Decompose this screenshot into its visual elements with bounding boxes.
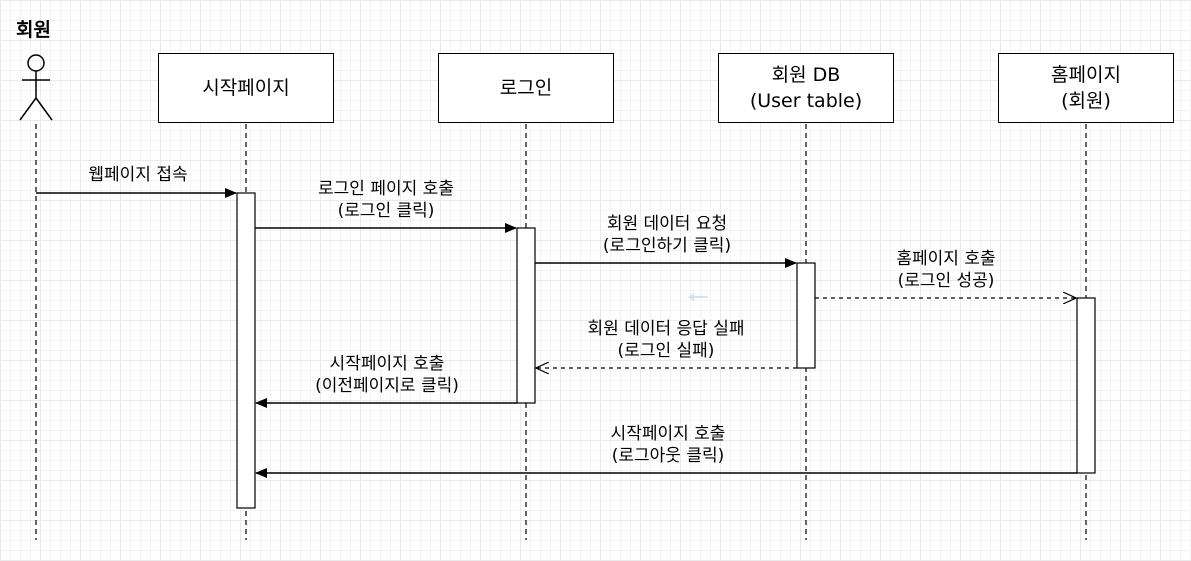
message-label-m6: 시작페이지 호출 (이전페이지로 클릭) [315,353,459,397]
participant-home-label: 홈페이지 [1051,64,1121,86]
message-label-m1: 웹페이지 접속 [88,164,187,186]
message-m4-subtext: (로그인 성공) [897,271,995,291]
participant-db-label: 회원 DB [771,64,841,86]
message-m5-text: 회원 데이터 응답 실패 [587,319,745,339]
activation-db [796,262,816,369]
message-label-m2: 로그인 페이지 호출 (로그인 클릭) [318,178,454,222]
activation-home [1076,297,1096,474]
participant-home-sublabel: (회원) [1061,90,1111,112]
participant-login-label: 로그인 [499,77,553,99]
actor-stick-figure [19,54,53,121]
message-label-m7: 시작페이지 호출 (로그아웃 클릭) [611,423,726,467]
message-m2-subtext: (로그인 클릭) [337,201,435,221]
activation-start [236,192,256,509]
participant-home[interactable]: 홈페이지 (회원) [998,53,1174,123]
participant-start-label: 시작페이지 [202,77,290,99]
message-m6-subtext: (이전페이지로 클릭) [315,376,459,396]
participant-db-sublabel: (User table) [749,90,863,112]
faint-arrow-artifact-icon [688,293,708,301]
message-m4-text: 홈페이지 호출 [896,249,996,269]
message-label-m3: 회원 데이터 요청 (로그인하기 클릭) [603,213,731,257]
message-m6-text: 시작페이지 호출 [329,354,445,374]
participant-login[interactable]: 로그인 [438,53,614,123]
message-m3-text: 회원 데이터 요청 [606,214,728,234]
message-m3-subtext: (로그인하기 클릭) [602,236,732,256]
message-label-m4: 홈페이지 호출 (로그인 성공) [896,248,995,292]
message-m7-text: 시작페이지 호출 [610,424,726,444]
message-m2-text: 로그인 페이지 호출 [318,179,454,199]
actor-label: 회원 [16,19,51,41]
participant-start[interactable]: 시작페이지 [158,53,334,123]
participant-db[interactable]: 회원 DB (User table) [718,53,894,123]
message-m7-subtext: (로그아웃 클릭) [611,446,725,466]
activation-login [516,227,536,404]
message-m5-subtext: (로그인 실패) [617,341,715,361]
message-label-m5: 회원 데이터 응답 실패 (로그인 실패) [588,318,745,362]
message-m1-text: 웹페이지 접속 [88,165,188,185]
